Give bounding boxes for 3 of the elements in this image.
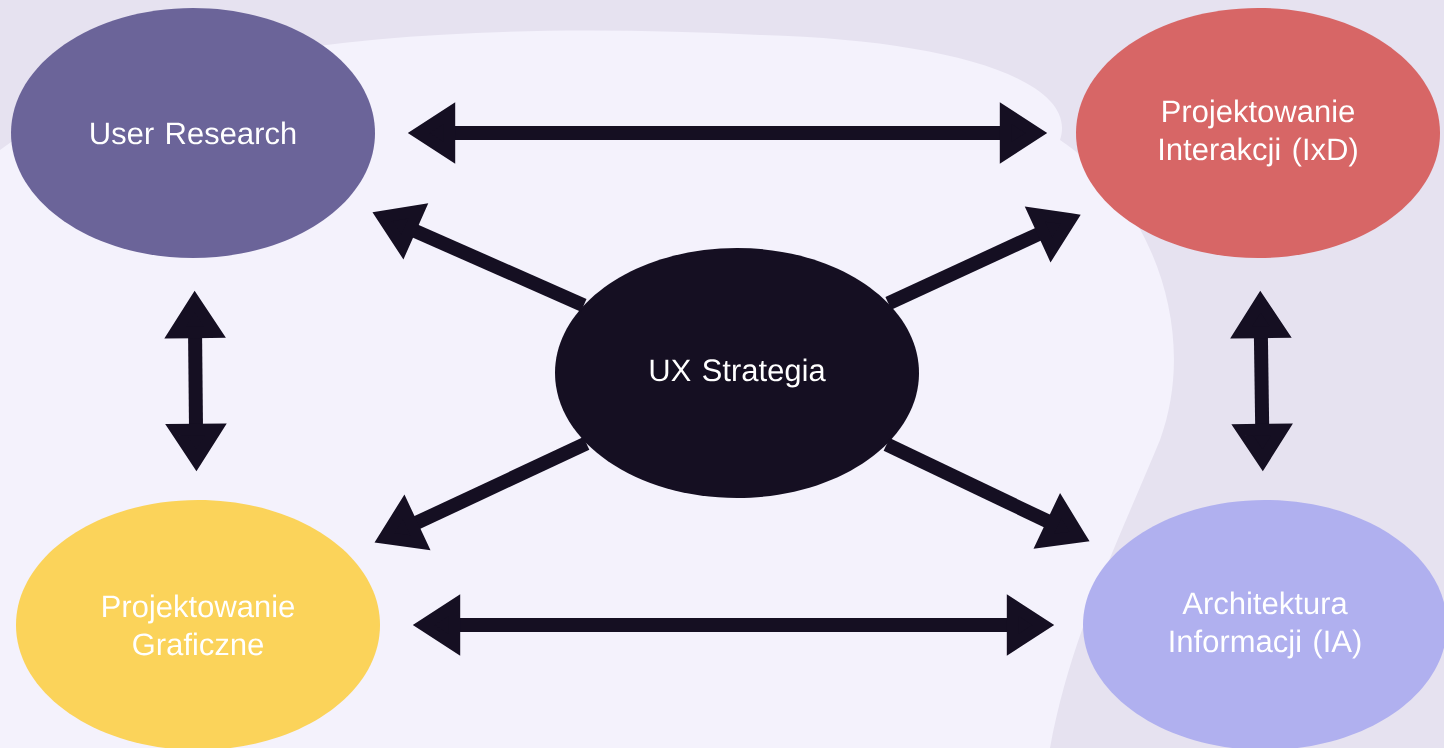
- ellipse-node: User Research: [11, 8, 375, 258]
- ellipse-node: Projektowanie Interakcji (IxD): [1076, 8, 1440, 258]
- ellipse-node: UX Strategia: [555, 248, 919, 498]
